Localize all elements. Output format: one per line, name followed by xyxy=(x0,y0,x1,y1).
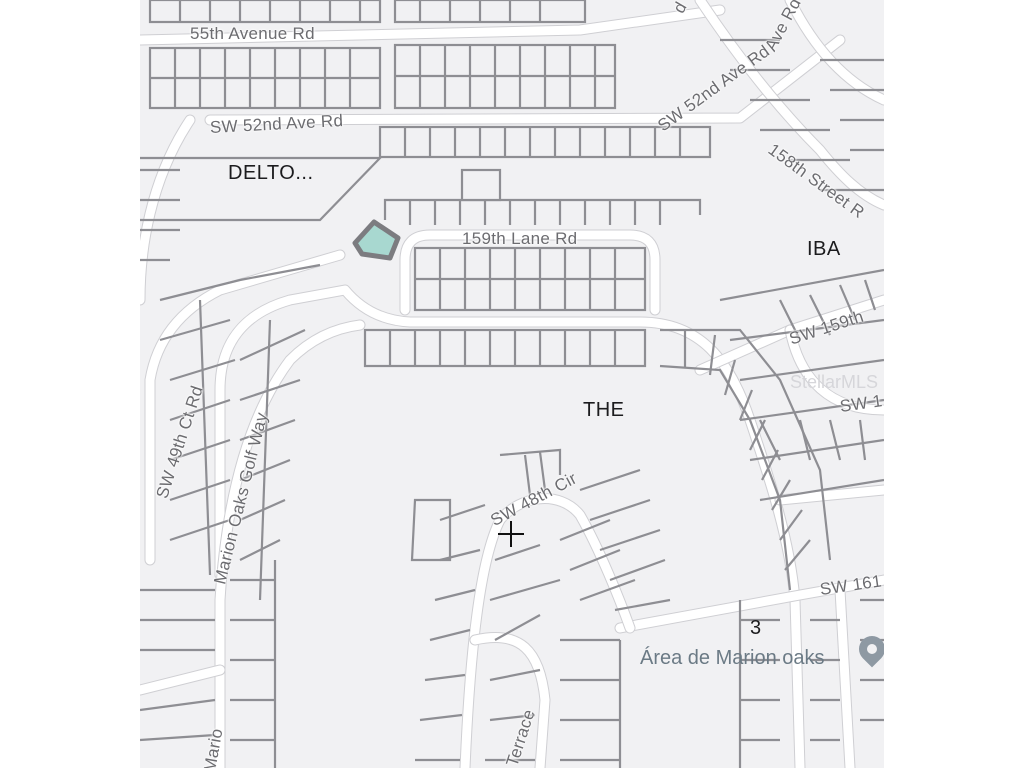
watermark: StellarMLS xyxy=(790,372,879,392)
poi-label-marion-oaks[interactable]: Área de Marion oaks xyxy=(640,647,825,669)
area-label-the: THE xyxy=(583,399,625,421)
selected-parcel-shape[interactable] xyxy=(352,219,401,261)
area-label-3: 3 xyxy=(750,617,762,639)
area-label-iba: IBA xyxy=(807,238,841,260)
area-label-delto: DELTO... xyxy=(228,162,314,184)
street-label-55th-avenue: 55th Avenue Rd xyxy=(190,24,315,43)
selected-parcel[interactable] xyxy=(352,219,401,261)
street-label-159th-lane: 159th Lane Rd xyxy=(462,229,578,248)
map-canvas[interactable] xyxy=(140,0,884,768)
crosshair-icon xyxy=(498,521,524,547)
map-view[interactable]: 55th Avenue Rd SW 52nd Ave Rd SW 52nd Av… xyxy=(140,0,884,768)
parcel-lots xyxy=(140,0,884,768)
